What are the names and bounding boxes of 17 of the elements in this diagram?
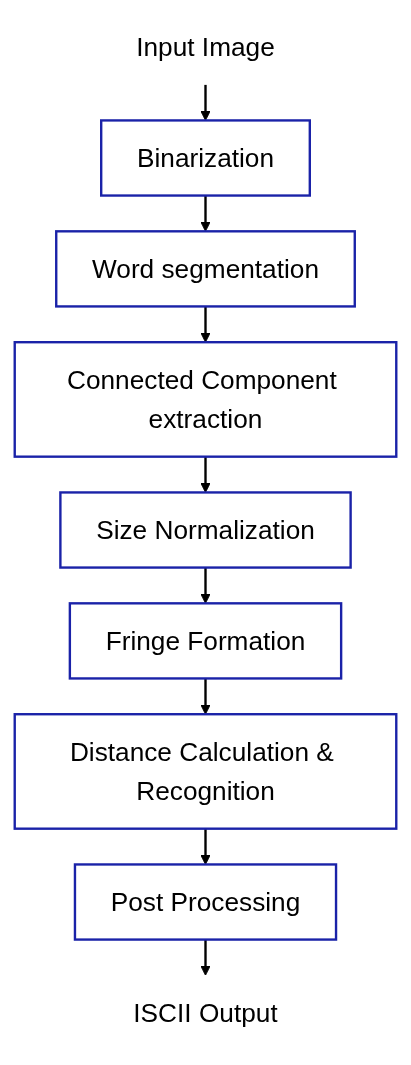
arrow [200,678,211,715]
node-box: Fringe Formation [68,602,343,680]
node-box: Word segmentation [55,230,356,308]
arrow [200,456,211,493]
node-box: Post Processing [73,863,338,941]
arrow [200,828,211,865]
node-box: Distance Calculation & Recognition [13,713,398,830]
node-text: Input Image [136,32,275,62]
node-box: Binarization [100,119,311,197]
arrow [200,84,211,121]
node-text: ISCII Output [133,998,278,1028]
node-box: Connected Component extraction [13,341,398,458]
arrow [200,939,211,976]
arrow [200,567,211,604]
arrow [200,306,211,343]
node-box: Size Normalization [59,491,352,569]
arrow [200,195,211,232]
